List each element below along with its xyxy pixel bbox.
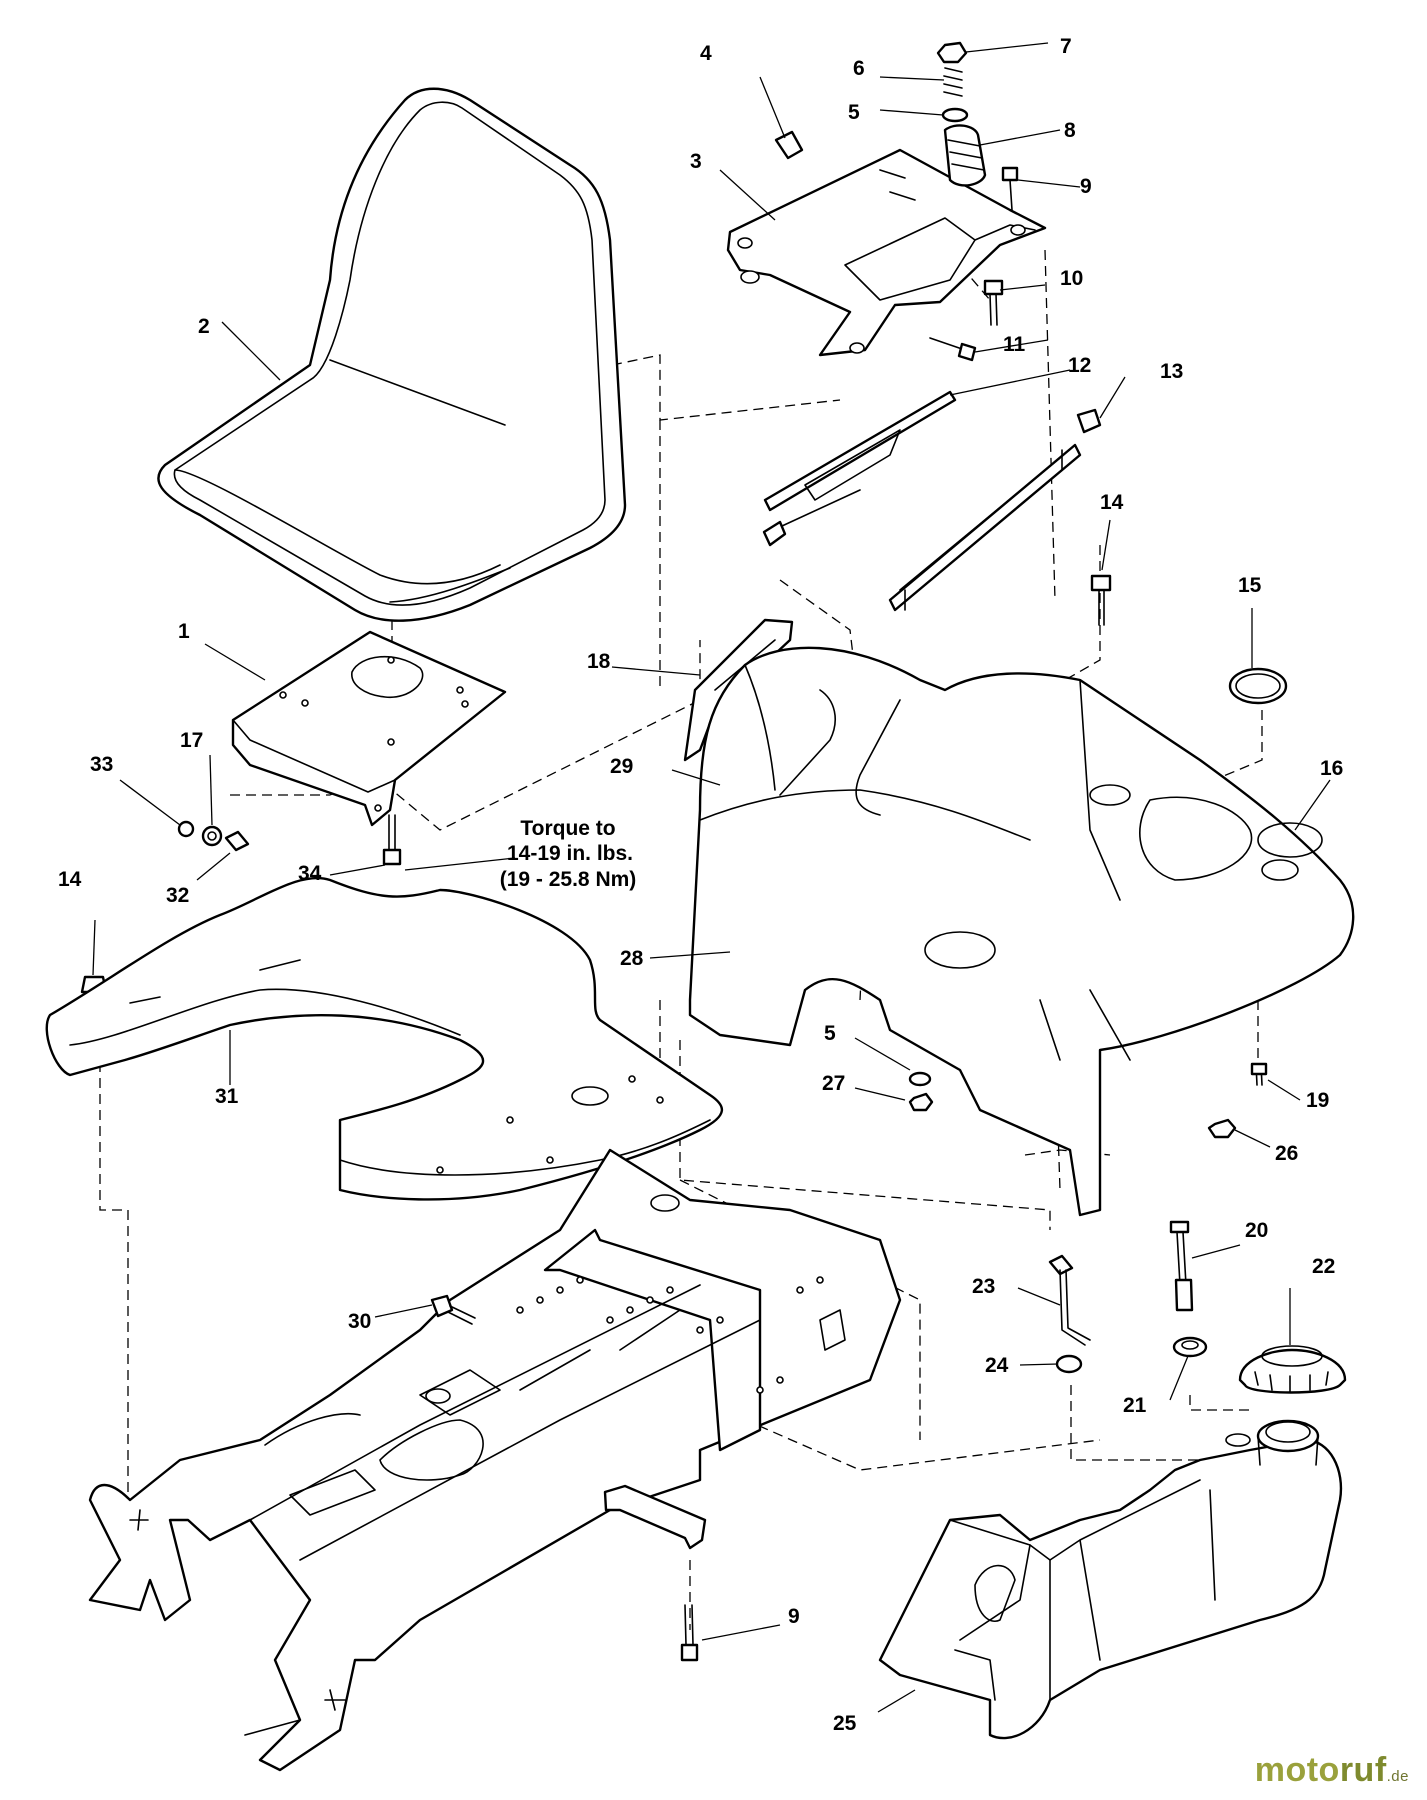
footrest-pan (45, 876, 724, 1201)
bolt-19 (1250, 1062, 1268, 1086)
callout-34: 34 (298, 862, 322, 885)
callout-15: 15 (1238, 574, 1262, 597)
callout-24: 24 (985, 1354, 1009, 1377)
vent-tube (1048, 1254, 1091, 1346)
cup-holder (1257, 822, 1323, 858)
callout-19: 19 (1306, 1089, 1329, 1112)
callout-17: 17 (180, 729, 203, 752)
torque-note-line2: 14-19 in. lbs. (507, 842, 633, 865)
gauge-grommet (1172, 1336, 1208, 1358)
callout-28: 28 (620, 947, 644, 970)
bolt-lower (680, 1604, 699, 1662)
callout-14-top: 14 (1100, 491, 1124, 514)
callout-4: 4 (700, 42, 712, 65)
callout-23: 23 (972, 1275, 995, 1298)
torque-note-line1: Torque to (520, 817, 615, 840)
callout-10: 10 (1060, 267, 1083, 290)
watermark-logo: motoruf.de (1255, 1751, 1409, 1790)
seat-pan-hardware (177, 820, 250, 852)
callout-3: 3 (690, 150, 702, 173)
leader-lines (92, 42, 1331, 1713)
hardware-top (774, 41, 1019, 362)
bolt-34 (382, 814, 402, 866)
callout-27: 27 (822, 1072, 845, 1095)
watermark-part2: ruf (1339, 1751, 1387, 1789)
callout-29: 29 (610, 755, 633, 778)
callout-2: 2 (198, 315, 210, 338)
seat-mount-plate (726, 148, 1047, 357)
seat-rails (762, 390, 1082, 612)
fuel-tank (878, 1419, 1343, 1740)
watermark-suffix: .de (1386, 1768, 1409, 1785)
callout-16: 16 (1320, 757, 1343, 780)
torque-note: Torque to 14-19 in. lbs. (19 - 25.8 Nm) (500, 817, 637, 891)
fuel-cap (1238, 1345, 1347, 1394)
nut-26 (1207, 1118, 1237, 1139)
callout-22: 22 (1312, 1255, 1335, 1278)
callout-14-left: 14 (58, 868, 82, 891)
seat-pan (231, 630, 507, 827)
callout-labels: 1 2 3 4 5 6 7 8 9 10 11 12 13 14 14 15 1… (58, 35, 1343, 1735)
nut-27 (908, 1092, 934, 1112)
callout-32: 32 (166, 884, 189, 907)
callout-9-top: 9 (1080, 175, 1092, 198)
callout-11: 11 (1003, 333, 1026, 356)
bolt-30 (430, 1294, 476, 1325)
vent-grommet (1055, 1354, 1083, 1374)
callout-5-lower: 5 (824, 1022, 836, 1045)
torque-note-line3: (19 - 25.8 Nm) (500, 868, 637, 891)
rail-nut (1076, 408, 1102, 434)
washer-lower (908, 1071, 932, 1087)
callout-6: 6 (853, 57, 865, 80)
callout-30: 30 (348, 1310, 371, 1333)
chassis-frame (88, 1148, 902, 1772)
callout-7: 7 (1060, 35, 1072, 58)
callout-13: 13 (1160, 360, 1183, 383)
callout-12: 12 (1068, 354, 1091, 377)
callout-21: 21 (1123, 1394, 1147, 1417)
callout-26: 26 (1275, 1142, 1298, 1165)
bolt-top (1090, 574, 1112, 626)
rear-fender (688, 646, 1355, 1217)
callout-33: 33 (90, 753, 113, 776)
callout-9-lower: 9 (788, 1605, 800, 1628)
callout-8: 8 (1064, 119, 1076, 142)
watermark-part1: moto (1254, 1751, 1340, 1789)
front-bracket (603, 1484, 707, 1550)
callout-5-top: 5 (848, 101, 860, 124)
fuel-gauge (1169, 1220, 1194, 1312)
seat (157, 87, 627, 622)
callout-18: 18 (587, 650, 611, 673)
callout-25: 25 (833, 1712, 857, 1735)
callout-20: 20 (1245, 1219, 1268, 1242)
callout-1: 1 (178, 620, 190, 643)
callout-31: 31 (215, 1085, 239, 1108)
